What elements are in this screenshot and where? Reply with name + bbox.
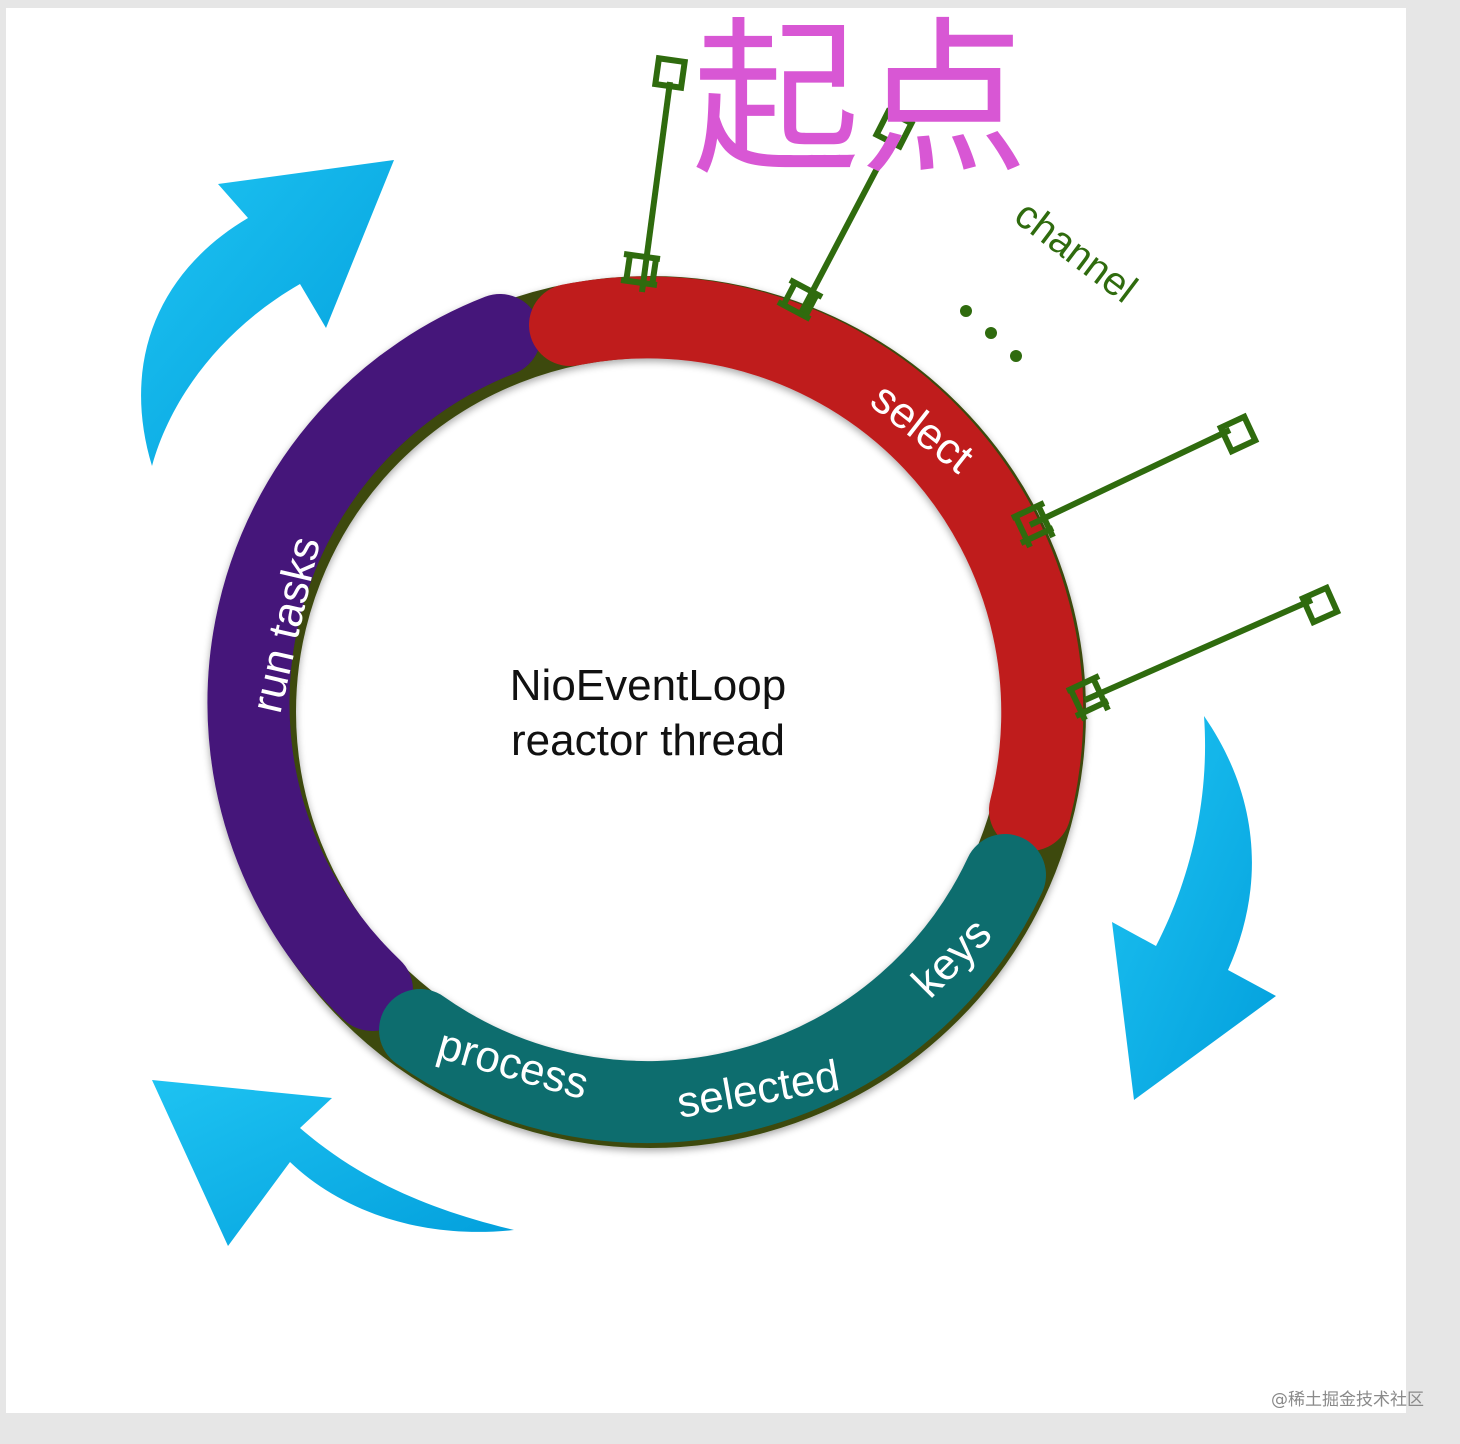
arrow-bottom-left-icon <box>152 1080 514 1246</box>
run-tasks-segment <box>207 294 541 1031</box>
center-title-line1: NioEventLoop <box>510 661 786 710</box>
channels <box>620 54 1342 722</box>
arrow-down-right-icon <box>1112 716 1276 1100</box>
process-selected-keys-segment <box>379 834 1046 1144</box>
select-segment <box>529 276 1084 851</box>
channel-1 <box>620 54 689 293</box>
channel-4 <box>1065 583 1342 722</box>
channel-3 <box>1010 412 1260 549</box>
start-point-title: 起点 <box>692 2 1028 198</box>
channel-2 <box>776 107 916 322</box>
watermark: @稀土掘金技术社区 <box>1271 1390 1424 1410</box>
arrow-up-left-icon <box>141 160 394 466</box>
center-title-line2: reactor thread <box>511 716 785 765</box>
cycle-arrows <box>141 160 1276 1246</box>
event-loop-ring <box>207 276 1086 1148</box>
channel-ellipsis-icon <box>960 305 1022 362</box>
